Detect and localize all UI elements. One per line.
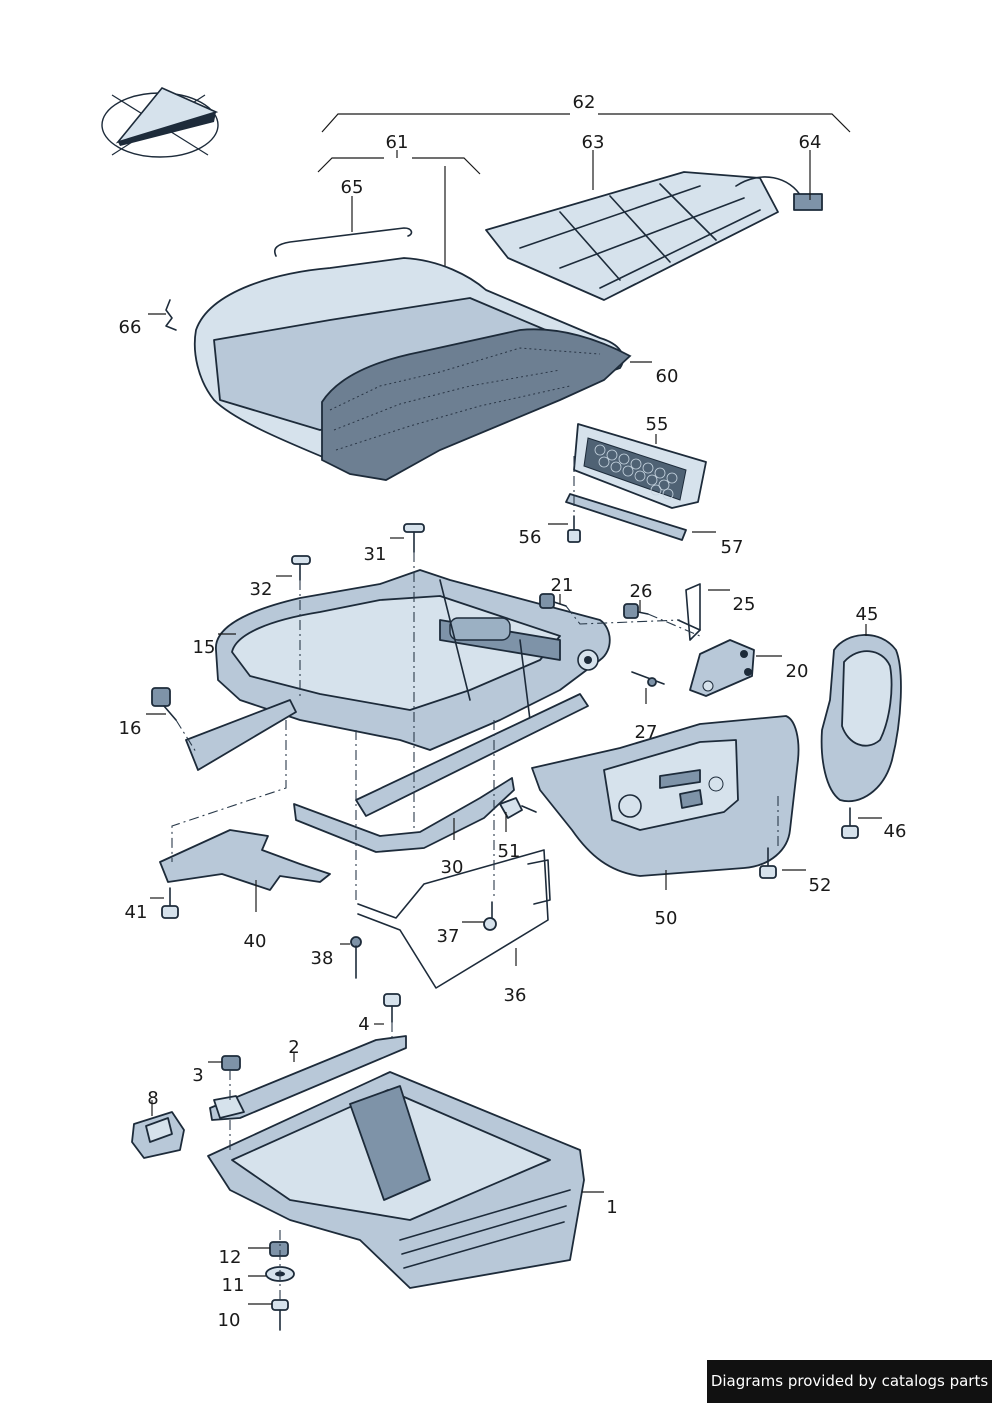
label-16: 16 [119, 718, 142, 739]
label-8: 8 [147, 1088, 158, 1109]
label-50: 50 [655, 908, 678, 929]
label-65: 65 [341, 177, 364, 198]
mounting-bracket-20 [689, 639, 755, 697]
clip-66 [165, 299, 177, 331]
label-46: 46 [884, 821, 907, 842]
label-1: 1 [606, 1197, 617, 1218]
screw-41 [161, 887, 179, 919]
label-12: 12 [219, 1247, 242, 1268]
label-45: 45 [856, 604, 879, 625]
bracket-40 [159, 829, 331, 891]
seat-side-trim-50 [531, 715, 800, 877]
alignment-lines [171, 456, 779, 1300]
screw-46 [841, 807, 859, 839]
bolt-4 [383, 993, 401, 1023]
orientation-arrow-icon [101, 87, 219, 158]
screw-56 [567, 515, 581, 543]
seat-rail-left [185, 699, 297, 771]
label-55: 55 [646, 414, 669, 435]
label-4: 4 [358, 1014, 369, 1035]
cover-cap-8 [131, 1111, 185, 1159]
catalog-credit-text: Diagrams provided by catalogs parts [710, 1372, 989, 1390]
label-63: 63 [582, 132, 605, 153]
label-37: 37 [437, 926, 460, 947]
part-number-labels: 62 61 63 64 65 66 60 55 56 57 31 32 21 2… [119, 92, 907, 1331]
wire-bracket-25 [677, 583, 701, 641]
label-2: 2 [288, 1037, 299, 1058]
pin-38 [350, 936, 362, 979]
trim-strip-30 [293, 777, 515, 853]
seat-heater-mat [485, 171, 779, 301]
side-cover-45 [820, 634, 902, 803]
catalog-credit-banner: Diagrams provided by catalogs parts [707, 1360, 992, 1403]
bolt-26 [623, 603, 649, 619]
label-21: 21 [551, 575, 574, 596]
label-40: 40 [244, 931, 267, 952]
group-bracket-61 [317, 150, 481, 268]
leader-lines [146, 150, 882, 1305]
bolt-10 [271, 1299, 289, 1331]
ventilation-grille-55 [573, 423, 707, 509]
nut-12 [269, 1241, 289, 1257]
screw-32 [291, 555, 311, 581]
seat-rod-65 [274, 227, 413, 257]
label-26: 26 [630, 581, 653, 602]
screw-52 [759, 847, 777, 879]
label-10: 10 [218, 1310, 241, 1331]
crossbar-2 [209, 1035, 407, 1121]
label-56: 56 [519, 527, 542, 548]
label-61: 61 [386, 132, 409, 153]
group-bracket-62 [321, 113, 851, 133]
label-41: 41 [125, 902, 148, 923]
label-52: 52 [809, 875, 832, 896]
seat-cushion [193, 257, 632, 481]
label-15: 15 [193, 637, 216, 658]
label-11: 11 [222, 1275, 245, 1296]
seat-tray-1 [207, 1071, 585, 1289]
wire-frame-36 [357, 849, 551, 989]
seat-frame-15 [215, 569, 611, 751]
label-57: 57 [721, 537, 744, 558]
trim-strip-57 [565, 493, 687, 541]
screw-31 [403, 523, 425, 553]
label-36: 36 [504, 985, 527, 1006]
nut-3 [221, 1055, 241, 1071]
label-64: 64 [799, 132, 822, 153]
label-20: 20 [786, 661, 809, 682]
label-3: 3 [192, 1065, 203, 1086]
bolt-21 [539, 593, 567, 609]
label-25: 25 [733, 594, 756, 615]
bolt-16 [151, 687, 177, 721]
label-31: 31 [364, 544, 387, 565]
label-62: 62 [573, 92, 596, 113]
seat-rail-right [355, 693, 589, 817]
label-32: 32 [250, 579, 273, 600]
heater-connector-cable [735, 176, 823, 211]
label-60: 60 [656, 366, 679, 387]
label-38: 38 [311, 948, 334, 969]
label-30: 30 [441, 857, 464, 878]
label-66: 66 [119, 317, 142, 338]
label-27: 27 [635, 722, 658, 743]
bolt-37 [483, 901, 497, 931]
pin-27 [631, 671, 665, 687]
label-51: 51 [498, 841, 521, 862]
